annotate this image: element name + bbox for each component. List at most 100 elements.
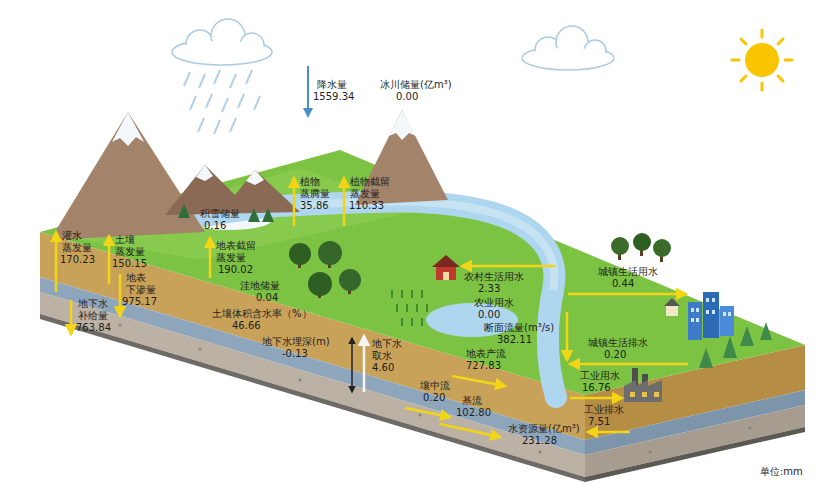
flux-arrow — [570, 397, 622, 400]
town-house — [666, 306, 678, 316]
value-label: 46.66 — [232, 320, 261, 332]
sun-ray — [732, 59, 739, 62]
flux-arrow — [452, 376, 505, 386]
gravel-dot — [649, 451, 652, 454]
crop — [416, 304, 418, 312]
quantity-label: 地表产流 — [466, 348, 506, 360]
value-label: 16.76 — [582, 382, 611, 394]
gravel-layer — [585, 405, 805, 477]
window — [706, 298, 709, 302]
window — [723, 312, 726, 316]
raindrop — [199, 74, 205, 88]
value-label: 1559.34 — [313, 91, 354, 103]
tree-crown — [289, 243, 311, 265]
quantity-label: 地下水埋深(m) — [262, 336, 330, 348]
quantity-label: 土壤体积含水率（%） — [212, 308, 312, 320]
quantity-label: 地表截留 蒸发量 — [216, 240, 256, 264]
value-label: 975.17 — [122, 296, 157, 308]
sun-ray — [741, 39, 746, 44]
raindrop — [230, 74, 236, 88]
flux-arrow — [209, 238, 212, 278]
raindrop — [230, 118, 236, 132]
quantity-label: 地下水 取水 — [372, 338, 402, 362]
quantity-label: 单位:mm — [760, 466, 803, 478]
value-label: 0.00 — [396, 91, 418, 103]
tree-crown — [308, 272, 332, 296]
tree-crown — [339, 269, 361, 291]
raindrop — [190, 96, 196, 110]
sun-rays — [732, 30, 792, 90]
snow-cap — [196, 165, 213, 181]
building — [703, 292, 719, 338]
conifer — [262, 208, 274, 222]
tree-crown — [633, 233, 651, 251]
value-label: -0.13 — [282, 348, 308, 360]
flux-arrow — [293, 178, 296, 226]
conifer — [699, 348, 713, 368]
sun-ray — [778, 76, 783, 81]
quantity-label: 地下水 补给量 — [78, 298, 108, 322]
flux-arrow — [70, 300, 73, 334]
value-label: 763.84 — [76, 322, 111, 334]
snow-cap — [246, 170, 264, 185]
crop — [401, 318, 403, 326]
value-label: 110.33 — [349, 200, 384, 212]
window — [691, 318, 694, 322]
value-label: 35.86 — [300, 200, 329, 212]
value-label: 0.20 — [423, 392, 445, 404]
gravel-layer — [40, 292, 585, 477]
gravel-dot — [119, 324, 122, 327]
crop — [421, 318, 423, 326]
quantity-label: 地表 下渗量 — [126, 272, 156, 296]
river-highlight — [300, 201, 554, 290]
quantity-label: 工业用水 — [580, 370, 620, 382]
value-label: 382.11 — [497, 334, 532, 346]
raindrop — [222, 98, 228, 112]
window — [696, 318, 699, 322]
gravel-dot — [749, 427, 752, 430]
value-label: 2.33 — [478, 283, 500, 295]
abstraction-arrow — [363, 336, 366, 392]
quantity-label: 植物 蒸腾量 — [300, 176, 330, 200]
sun — [732, 30, 792, 90]
sun-disc — [745, 43, 779, 77]
value-label: 231.28 — [522, 435, 557, 447]
quantity-label: 灌水 蒸发量 — [62, 230, 92, 254]
house-door — [443, 272, 449, 280]
factory-window — [642, 392, 647, 397]
crop — [426, 304, 428, 312]
window — [691, 308, 694, 312]
flux-arrow — [570, 363, 688, 366]
raindrop — [246, 70, 252, 84]
factory — [624, 380, 662, 402]
snow-cap — [389, 110, 416, 140]
flux-arrow — [119, 274, 122, 316]
sun-ray — [778, 39, 783, 44]
cloud — [522, 26, 614, 70]
rain — [184, 70, 260, 134]
conifer — [248, 208, 260, 222]
house-body — [436, 267, 456, 280]
value-label: 170.23 — [60, 254, 95, 266]
value-label: 727.83 — [466, 360, 501, 372]
building — [720, 306, 734, 336]
flux-arrow — [405, 408, 450, 417]
value-label: 150.15 — [112, 258, 147, 270]
gravel-dot — [299, 379, 302, 382]
raindrop — [206, 94, 212, 108]
mountain — [50, 112, 205, 240]
precipitation-arrow — [307, 66, 309, 116]
tree-crown — [318, 241, 342, 265]
tree-crown — [653, 239, 671, 257]
quantity-label: 基流 — [462, 395, 482, 407]
quantity-label: 城镇生活用水 — [598, 266, 658, 278]
raindrop — [238, 94, 244, 108]
depth-arrow — [351, 338, 353, 392]
forest — [289, 233, 671, 298]
value-label: 102.80 — [456, 407, 491, 419]
flux-arrow — [462, 265, 555, 268]
tree-crown — [611, 237, 629, 255]
raindrop — [198, 118, 204, 132]
building — [688, 302, 702, 340]
crop — [396, 304, 398, 312]
